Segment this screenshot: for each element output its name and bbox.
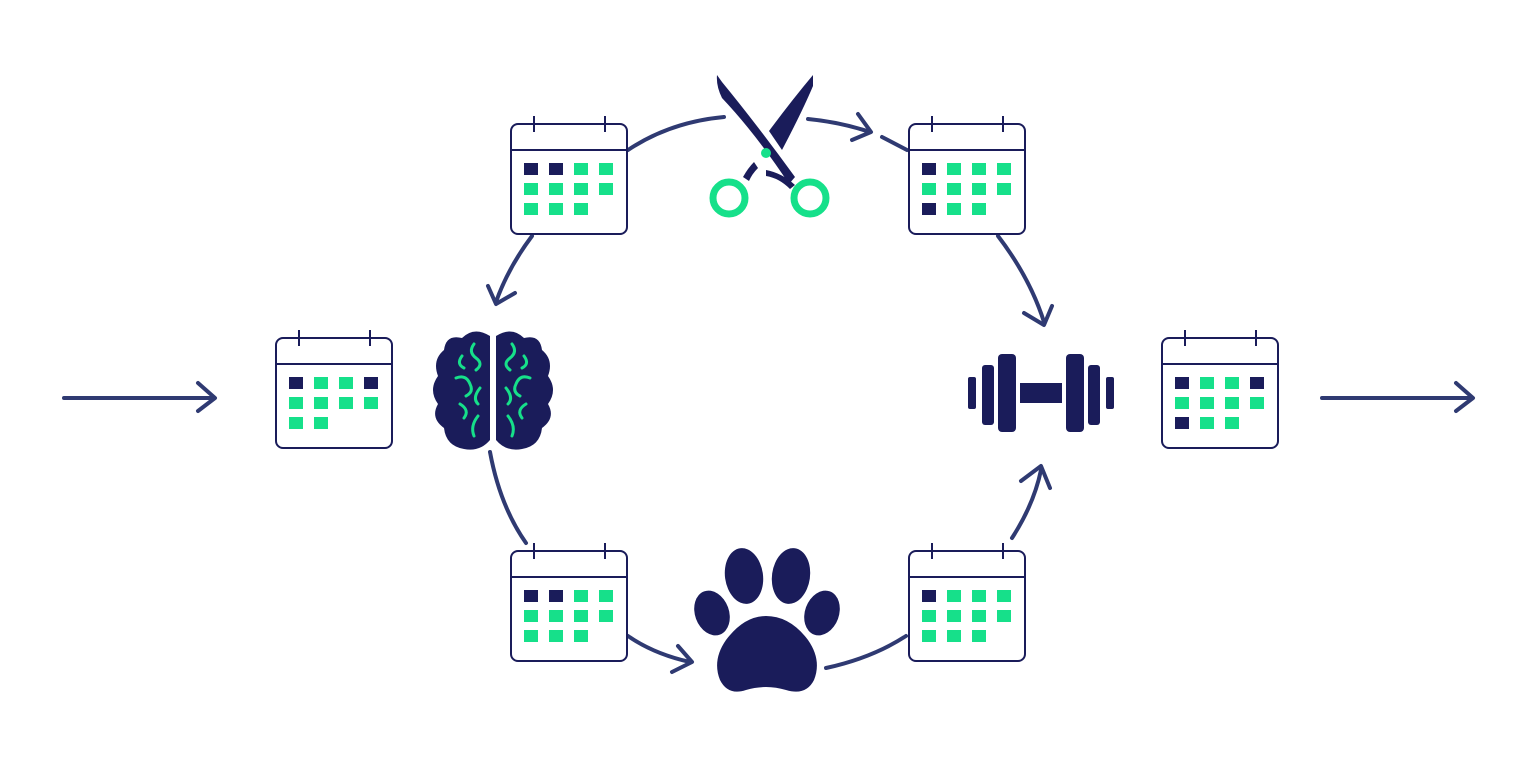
- calendar-cell-free: [339, 397, 353, 409]
- calendar-cell-free: [549, 630, 563, 642]
- calendar-cell-free: [1225, 397, 1239, 409]
- calendar-cell-free: [574, 203, 588, 215]
- calendar-cell-busy: [364, 377, 378, 389]
- calendar-cell-free: [947, 203, 961, 215]
- calendar-cell-busy: [1175, 377, 1189, 389]
- calendar-cell-free: [549, 203, 563, 215]
- calendar-cell-free: [599, 590, 613, 602]
- calendar-cell-busy: [289, 377, 303, 389]
- connector-calendar-to-brain: [486, 234, 534, 306]
- calendar-cell-free: [972, 183, 986, 195]
- calendar-cell-free: [1225, 417, 1239, 429]
- calendar-cell-free: [972, 590, 986, 602]
- calendar-cell-free: [549, 183, 563, 195]
- calendar-cell-busy: [524, 163, 538, 175]
- calendar-cell-busy: [922, 163, 936, 175]
- connector-paw-to-calendar: [824, 634, 908, 670]
- scissors-icon: [709, 75, 830, 218]
- calendar-cell-free: [314, 417, 328, 429]
- calendar-cell-free: [1200, 377, 1214, 389]
- calendar-cell-free: [997, 590, 1011, 602]
- calendar-cell-free: [1200, 397, 1214, 409]
- calendar-cell-free: [1175, 397, 1189, 409]
- calendar-cell-free: [289, 397, 303, 409]
- connector-calendar-to-dumbbell-bottom: [1010, 464, 1052, 540]
- calendar-bottom-right: [908, 542, 1026, 662]
- calendar-cell-free: [947, 630, 961, 642]
- connector-calendar-to-dumbbell: [996, 234, 1054, 327]
- calendar-bottom-left: [510, 542, 628, 662]
- calendar-cell-busy: [922, 590, 936, 602]
- calendar-top-right: [908, 115, 1026, 235]
- calendar-cell-free: [947, 610, 961, 622]
- calendar-cell-free: [972, 610, 986, 622]
- calendar-cell-free: [972, 630, 986, 642]
- calendar-cell-busy: [922, 203, 936, 215]
- calendar-cell-free: [574, 590, 588, 602]
- calendar-cell-busy: [1250, 377, 1264, 389]
- brain-icon: [433, 331, 553, 450]
- calendar-cell-free: [1200, 417, 1214, 429]
- calendar-cell-free: [574, 183, 588, 195]
- calendar-cell-free: [599, 610, 613, 622]
- calendar-cell-busy: [549, 163, 563, 175]
- calendar-top-left: [510, 115, 628, 235]
- calendar-cell-free: [997, 163, 1011, 175]
- calendar-cell-free: [339, 377, 353, 389]
- calendar-cell-free: [524, 203, 538, 215]
- calendar-cell-busy: [549, 590, 563, 602]
- calendar-cell-free: [922, 610, 936, 622]
- output-arrow: [1320, 381, 1475, 413]
- calendar-cell-free: [574, 630, 588, 642]
- input-arrow: [62, 381, 217, 413]
- calendar-cell-busy: [524, 590, 538, 602]
- connector-scissors-to-calendar: [806, 112, 909, 152]
- calendar-cell-free: [922, 630, 936, 642]
- calendar-cell-free: [289, 417, 303, 429]
- calendar-cell-free: [524, 630, 538, 642]
- calendar-cell-free: [972, 203, 986, 215]
- calendar-cell-free: [574, 610, 588, 622]
- calendar-cell-free: [549, 610, 563, 622]
- calendar-cell-free: [997, 610, 1011, 622]
- calendar-cell-free: [314, 377, 328, 389]
- calendar-cell-free: [1250, 397, 1264, 409]
- dumbbell-icon: [968, 354, 1114, 432]
- calendar-input: [275, 329, 393, 449]
- calendar-cell-free: [997, 183, 1011, 195]
- calendar-cell-free: [524, 610, 538, 622]
- calendar-cell-busy: [1175, 417, 1189, 429]
- calendar-cell-free: [599, 183, 613, 195]
- calendar-cell-free: [574, 163, 588, 175]
- connector-calendar-to-paw: [626, 634, 694, 674]
- calendar-cell-free: [922, 183, 936, 195]
- calendar-cell-free: [524, 183, 538, 195]
- calendar-cell-free: [364, 397, 378, 409]
- calendar-cell-free: [599, 163, 613, 175]
- calendar-cell-free: [972, 163, 986, 175]
- calendar-cell-free: [947, 590, 961, 602]
- calendar-output: [1161, 329, 1279, 449]
- calendar-cell-free: [1225, 377, 1239, 389]
- connector-brain-to-calendar: [488, 450, 528, 545]
- paw-icon: [694, 548, 840, 692]
- connector-calendar-to-scissors: [626, 115, 726, 152]
- calendar-cell-free: [947, 163, 961, 175]
- calendar-cell-free: [947, 183, 961, 195]
- calendar-cell-free: [314, 397, 328, 409]
